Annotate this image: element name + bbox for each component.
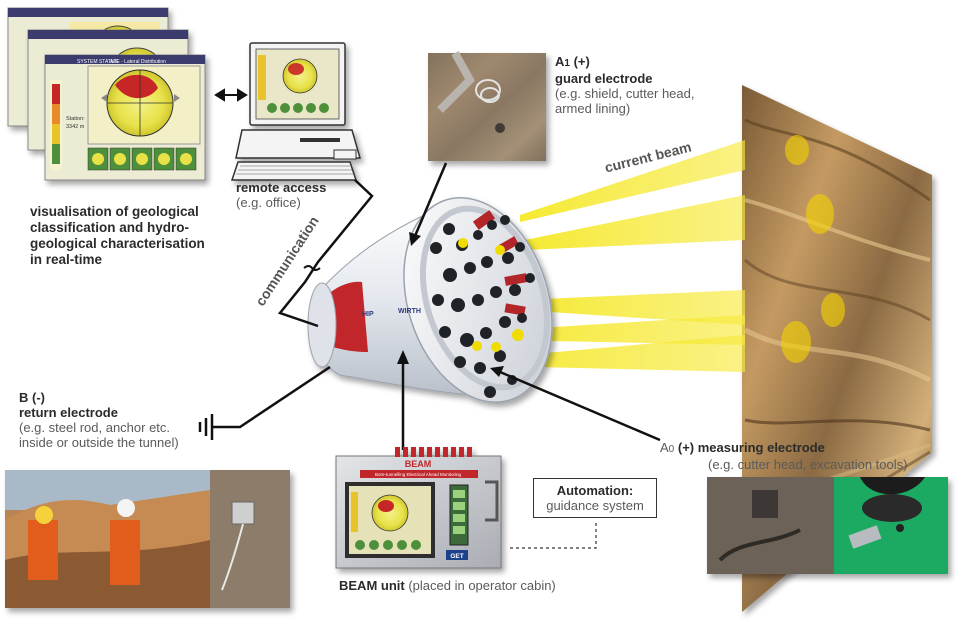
screen-window-title: AFE - Lateral Distribution — [110, 59, 166, 65]
return-electrode-desc-1: (e.g. steel rod, anchor etc. — [19, 420, 171, 435]
current-beams — [490, 140, 745, 372]
remote-access-title: remote access — [236, 180, 327, 195]
return-electrode-name: return electrode — [19, 405, 118, 420]
beam-device-brand: GET — [450, 553, 463, 560]
measuring-electrode-photo — [707, 477, 948, 574]
measuring-electrode-title: A0 (+) measuring electrode — [660, 440, 825, 455]
measuring-electrode-desc: (e.g. cutter head, excavation tools) — [708, 457, 908, 472]
remote-access-label: remote access (e.g. office) — [236, 180, 326, 210]
guard-electrode-name: guard electrode — [555, 71, 653, 86]
guard-electrode-desc-2: armed lining) — [555, 101, 631, 116]
beam-device-subtitle: Bore-tunnelling Electrical Ahead Monitor… — [375, 472, 462, 477]
tbm-brand-hip: HIP — [362, 311, 374, 318]
automation-sub: guidance system — [546, 498, 644, 513]
geo-vis-line-3: geological characterisation — [30, 236, 205, 251]
automation-box: Automation: guidance system — [533, 478, 657, 518]
beam-unit-label: BEAM unit (placed in operator cabin) — [339, 578, 556, 593]
tbm-brand-wirth: WIRTH — [398, 308, 421, 315]
guard-electrode-label: A1 (+) guard electrode (e.g. shield, cut… — [555, 54, 755, 116]
screenshot-front — [44, 54, 206, 181]
measuring-electrodes — [458, 238, 524, 352]
guard-electrode-title: A1 (+) — [555, 54, 590, 69]
automation-dashed-line — [510, 520, 597, 549]
geo-vis-line-1: visualisation of geological — [30, 204, 199, 219]
return-electrode-label: B (-) return electrode (e.g. steel rod, … — [19, 390, 239, 450]
sync-double-arrow — [214, 88, 248, 102]
arrow-guard-electrode — [409, 162, 448, 246]
screen-station-label: Station: — [66, 116, 85, 122]
arrow-beam-unit — [397, 350, 409, 450]
beam-unit-device — [335, 447, 502, 569]
guard-electrode-desc-1: (e.g. shield, cutter head, — [555, 86, 695, 101]
geo-vis-line-4: in real-time — [30, 252, 103, 267]
remote-access-sub: (e.g. office) — [236, 195, 301, 210]
guard-electrode-photo — [428, 51, 546, 161]
screen-header: SYSTEM STATUS — [77, 59, 119, 65]
screen-station-value: 3342 m — [66, 124, 85, 130]
measuring-electrode-label: A0 (+) measuring electrode (e.g. cutter … — [660, 440, 950, 472]
screenshot-stack — [7, 7, 206, 181]
rock-contact-spots — [781, 135, 845, 363]
line-break-icon — [303, 265, 321, 271]
beam-device-title: BEAM — [405, 459, 432, 469]
return-electrode-photo — [5, 470, 290, 608]
arrow-measuring-electrode — [490, 366, 661, 442]
automation-title: Automation: — [556, 483, 634, 498]
return-electrode-title: B (-) — [19, 390, 45, 405]
geo-visualisation-label: visualisation of geological classificati… — [30, 204, 230, 268]
cutter-discs — [430, 215, 535, 398]
return-electrode-desc-2: inside or outside the tunnel) — [19, 435, 179, 450]
beam-unit-sub: (placed in operator cabin) — [408, 578, 556, 593]
communication-line — [277, 179, 374, 328]
geo-vis-line-2: classification and hydro- — [30, 220, 190, 235]
beam-unit-title: BEAM unit — [339, 578, 405, 593]
return-electrode-line — [198, 365, 331, 440]
computer-icon — [230, 42, 361, 181]
